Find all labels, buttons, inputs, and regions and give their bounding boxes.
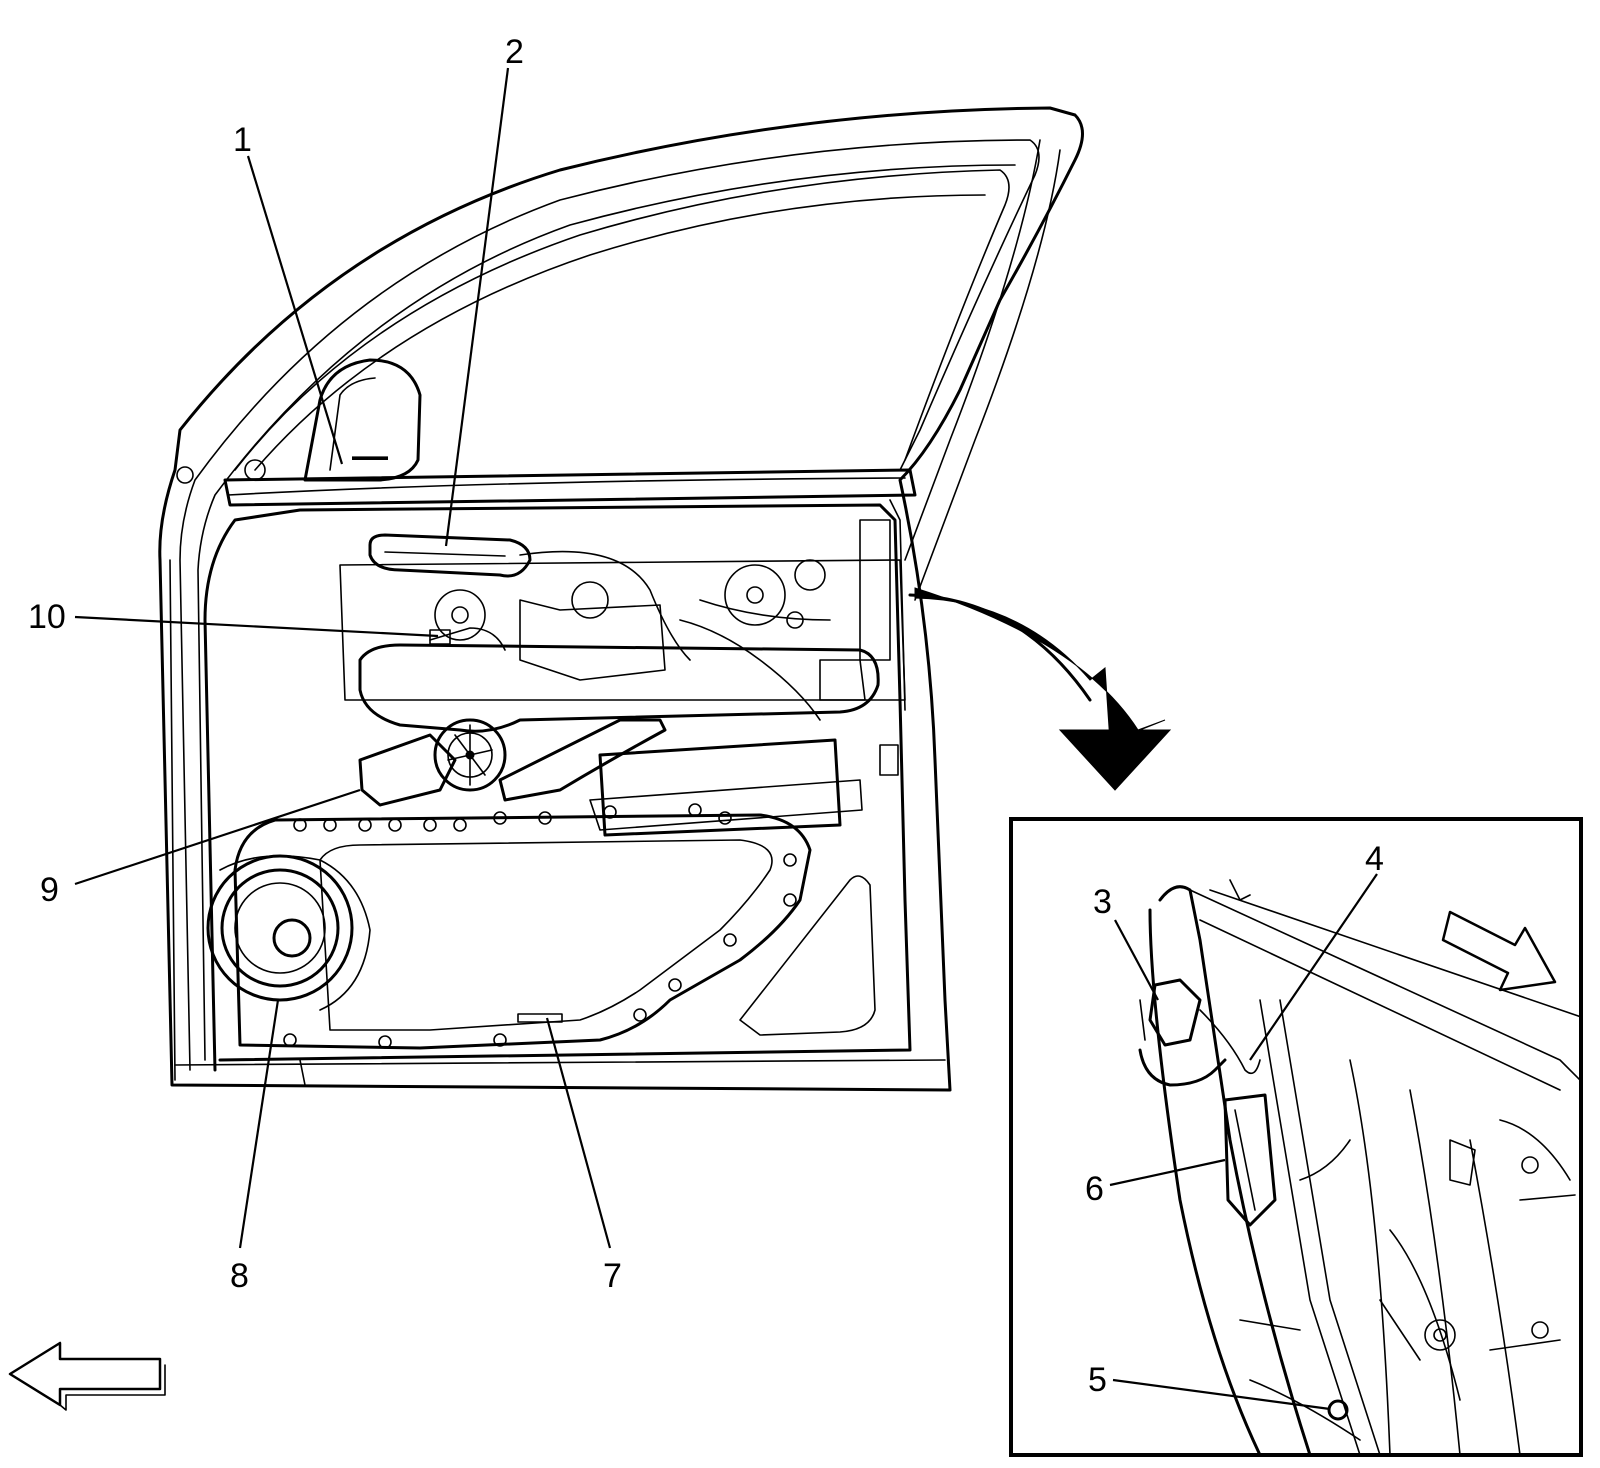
inset-direction-arrow bbox=[1441, 910, 1557, 992]
callout-7: 7 bbox=[603, 1257, 622, 1295]
mirror-label-text: ▬▬▬ bbox=[352, 449, 388, 463]
callout-8: 8 bbox=[230, 1257, 249, 1295]
callout-9: 9 bbox=[40, 871, 59, 909]
inset-frame bbox=[1009, 817, 1583, 1457]
front-door-assembly: ▬▬▬ bbox=[158, 106, 1084, 1092]
inside-handle-bezel bbox=[368, 533, 532, 578]
leader-lines bbox=[74, 67, 1378, 1411]
callout-6: 6 bbox=[1085, 1170, 1104, 1208]
window-motor bbox=[358, 718, 507, 807]
callout-10: 10 bbox=[28, 598, 66, 636]
detail-view-arrow bbox=[908, 587, 1172, 791]
forward-direction-arrow bbox=[8, 1341, 162, 1407]
label-patch bbox=[517, 1013, 563, 1023]
callout-1: 1 bbox=[233, 121, 252, 159]
callout-4: 4 bbox=[1365, 840, 1384, 878]
callout-5: 5 bbox=[1088, 1361, 1107, 1399]
callout-3: 3 bbox=[1093, 883, 1112, 921]
callout-2: 2 bbox=[505, 33, 524, 71]
speaker bbox=[206, 854, 371, 1011]
